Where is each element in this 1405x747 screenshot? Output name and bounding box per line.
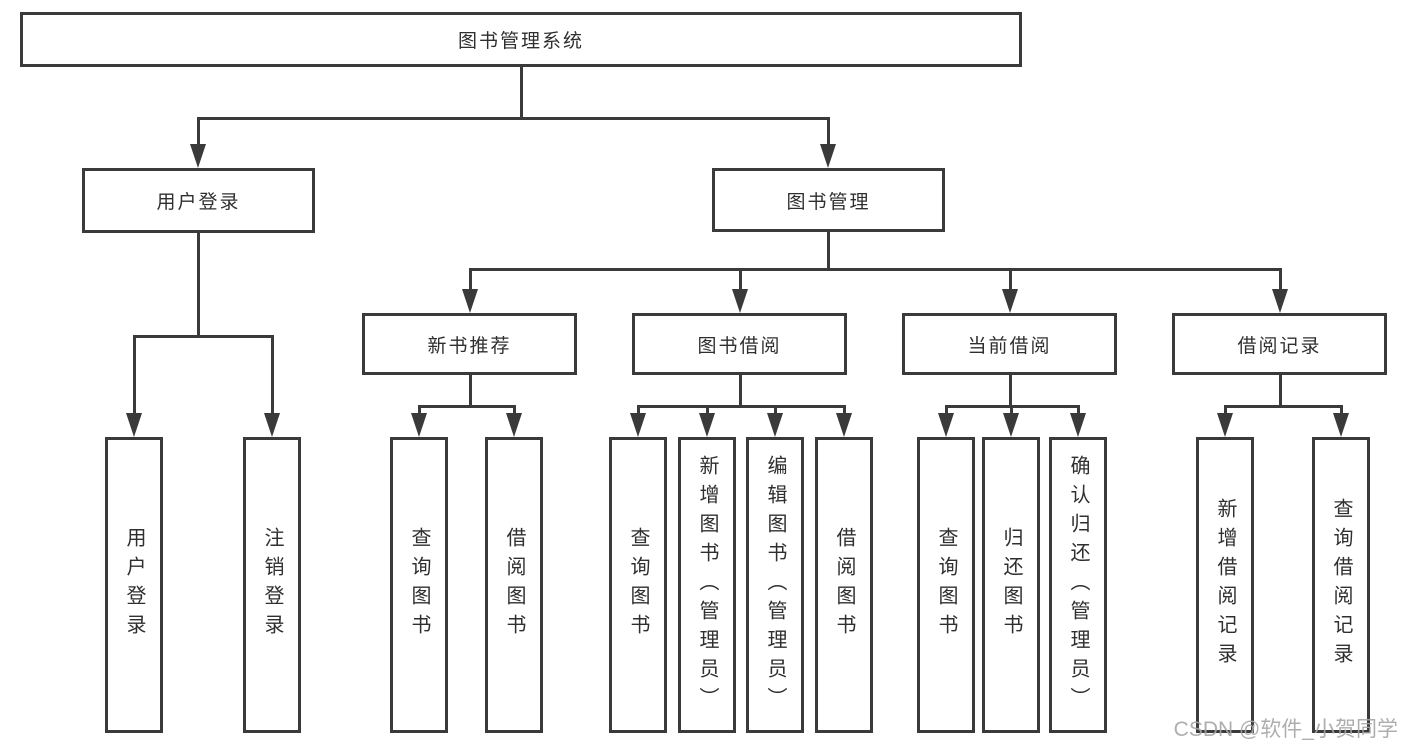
arrow-down-icon xyxy=(699,413,715,437)
leaf-user-login: 用户登录 xyxy=(105,437,163,733)
leaf-borrow-query-book: 查询图书 xyxy=(609,437,667,733)
connector-line xyxy=(1279,268,1282,292)
node-current-borrow-label: 当前借阅 xyxy=(967,335,1052,357)
connector-line xyxy=(197,233,200,337)
arrow-down-icon xyxy=(820,144,836,168)
arrow-down-icon xyxy=(506,413,522,437)
connector-line xyxy=(827,232,830,270)
leaf-newrec-borrow-book-label: 借阅图书 xyxy=(503,527,525,643)
arrow-down-icon xyxy=(1002,289,1018,313)
connector-line xyxy=(197,117,200,147)
connector-line xyxy=(637,405,846,408)
connector-line xyxy=(513,405,516,417)
arrow-down-icon xyxy=(264,413,280,437)
node-user-login-label: 用户登录 xyxy=(156,192,241,213)
leaf-user-login-label: 用户登录 xyxy=(123,527,145,643)
leaf-current-return-book: 归还图书 xyxy=(982,437,1040,733)
node-root: 图书管理系统 xyxy=(20,12,1022,67)
arrow-down-icon xyxy=(836,413,852,437)
connector-line xyxy=(418,405,516,408)
arrow-down-icon xyxy=(462,289,478,313)
leaf-borrow-edit-book: 编辑图书（管理员） xyxy=(746,437,804,733)
arrow-down-icon xyxy=(767,413,783,437)
arrow-down-icon xyxy=(411,413,427,437)
arrow-down-icon xyxy=(1272,289,1288,313)
arrow-down-icon xyxy=(1217,413,1233,437)
leaf-record-add: 新增借阅记录 xyxy=(1196,437,1254,733)
leaf-borrow-add-book: 新增图书（管理员） xyxy=(678,437,736,733)
leaf-borrow-add-book-label: 新增图书（管理员） xyxy=(696,454,718,716)
node-new-book-rec-label: 新书推荐 xyxy=(427,335,512,357)
connector-line xyxy=(469,375,472,407)
node-book-mgmt-label: 图书管理 xyxy=(786,191,871,213)
csdn-watermark: CSDN @软件_小贺同学 xyxy=(1173,718,1398,741)
connector-line xyxy=(774,405,777,417)
leaf-borrow-borrow-book-label: 借阅图书 xyxy=(833,527,855,643)
connector-line xyxy=(637,405,640,417)
connector-line xyxy=(739,375,742,407)
leaf-current-confirm-return: 确认归还（管理员） xyxy=(1049,437,1107,733)
connector-line xyxy=(197,117,830,120)
connector-line xyxy=(739,268,742,292)
connector-line xyxy=(1279,375,1282,407)
leaf-record-query-label: 查询借阅记录 xyxy=(1330,498,1352,672)
node-user-login: 用户登录 xyxy=(82,168,315,233)
leaf-newrec-query-book-label: 查询图书 xyxy=(408,527,430,643)
connector-line xyxy=(1009,375,1012,407)
connector-line xyxy=(469,268,1282,271)
node-book-borrow-label: 图书借阅 xyxy=(697,335,782,357)
node-borrow-record: 借阅记录 xyxy=(1172,313,1387,375)
node-root-label: 图书管理系统 xyxy=(457,31,584,52)
connector-line xyxy=(133,335,274,338)
connector-line xyxy=(1009,268,1012,292)
node-book-borrow: 图书借阅 xyxy=(632,313,847,375)
leaf-current-return-book-label: 归还图书 xyxy=(1000,527,1022,643)
leaf-record-query: 查询借阅记录 xyxy=(1312,437,1370,733)
arrow-down-icon xyxy=(1333,413,1349,437)
connector-line xyxy=(1010,405,1013,417)
connector-line xyxy=(271,335,274,415)
arrow-down-icon xyxy=(938,413,954,437)
arrow-down-icon xyxy=(630,413,646,437)
connector-line xyxy=(945,405,948,417)
connector-line xyxy=(1224,405,1342,408)
connector-line xyxy=(133,335,136,415)
leaf-borrow-edit-book-label: 编辑图书（管理员） xyxy=(764,454,786,716)
node-borrow-record-label: 借阅记录 xyxy=(1237,335,1322,357)
arrow-down-icon xyxy=(190,144,206,168)
leaf-borrow-query-book-label: 查询图书 xyxy=(627,527,649,643)
connector-line xyxy=(469,268,472,292)
leaf-newrec-query-book: 查询图书 xyxy=(390,437,448,733)
node-current-borrow: 当前借阅 xyxy=(902,313,1117,375)
leaf-current-confirm-return-label: 确认归还（管理员） xyxy=(1067,454,1089,716)
connector-line xyxy=(418,405,421,417)
arrow-down-icon xyxy=(732,289,748,313)
connector-line xyxy=(1224,405,1227,417)
leaf-newrec-borrow-book: 借阅图书 xyxy=(485,437,543,733)
connector-line xyxy=(1340,405,1343,417)
node-book-mgmt: 图书管理 xyxy=(712,168,945,232)
leaf-current-query-book: 查询图书 xyxy=(917,437,975,733)
connector-line xyxy=(706,405,709,417)
leaf-logout: 注销登录 xyxy=(243,437,301,733)
arrow-down-icon xyxy=(1003,413,1019,437)
arrow-down-icon xyxy=(1070,413,1086,437)
arrow-down-icon xyxy=(126,413,142,437)
leaf-current-query-book-label: 查询图书 xyxy=(935,527,957,643)
connector-line xyxy=(520,67,523,119)
connector-line xyxy=(827,117,830,147)
leaf-record-add-label: 新增借阅记录 xyxy=(1214,498,1236,672)
node-new-book-rec: 新书推荐 xyxy=(362,313,577,375)
leaf-logout-label: 注销登录 xyxy=(261,527,283,643)
connector-line xyxy=(843,405,846,417)
leaf-borrow-borrow-book: 借阅图书 xyxy=(815,437,873,733)
connector-line xyxy=(1077,405,1080,417)
